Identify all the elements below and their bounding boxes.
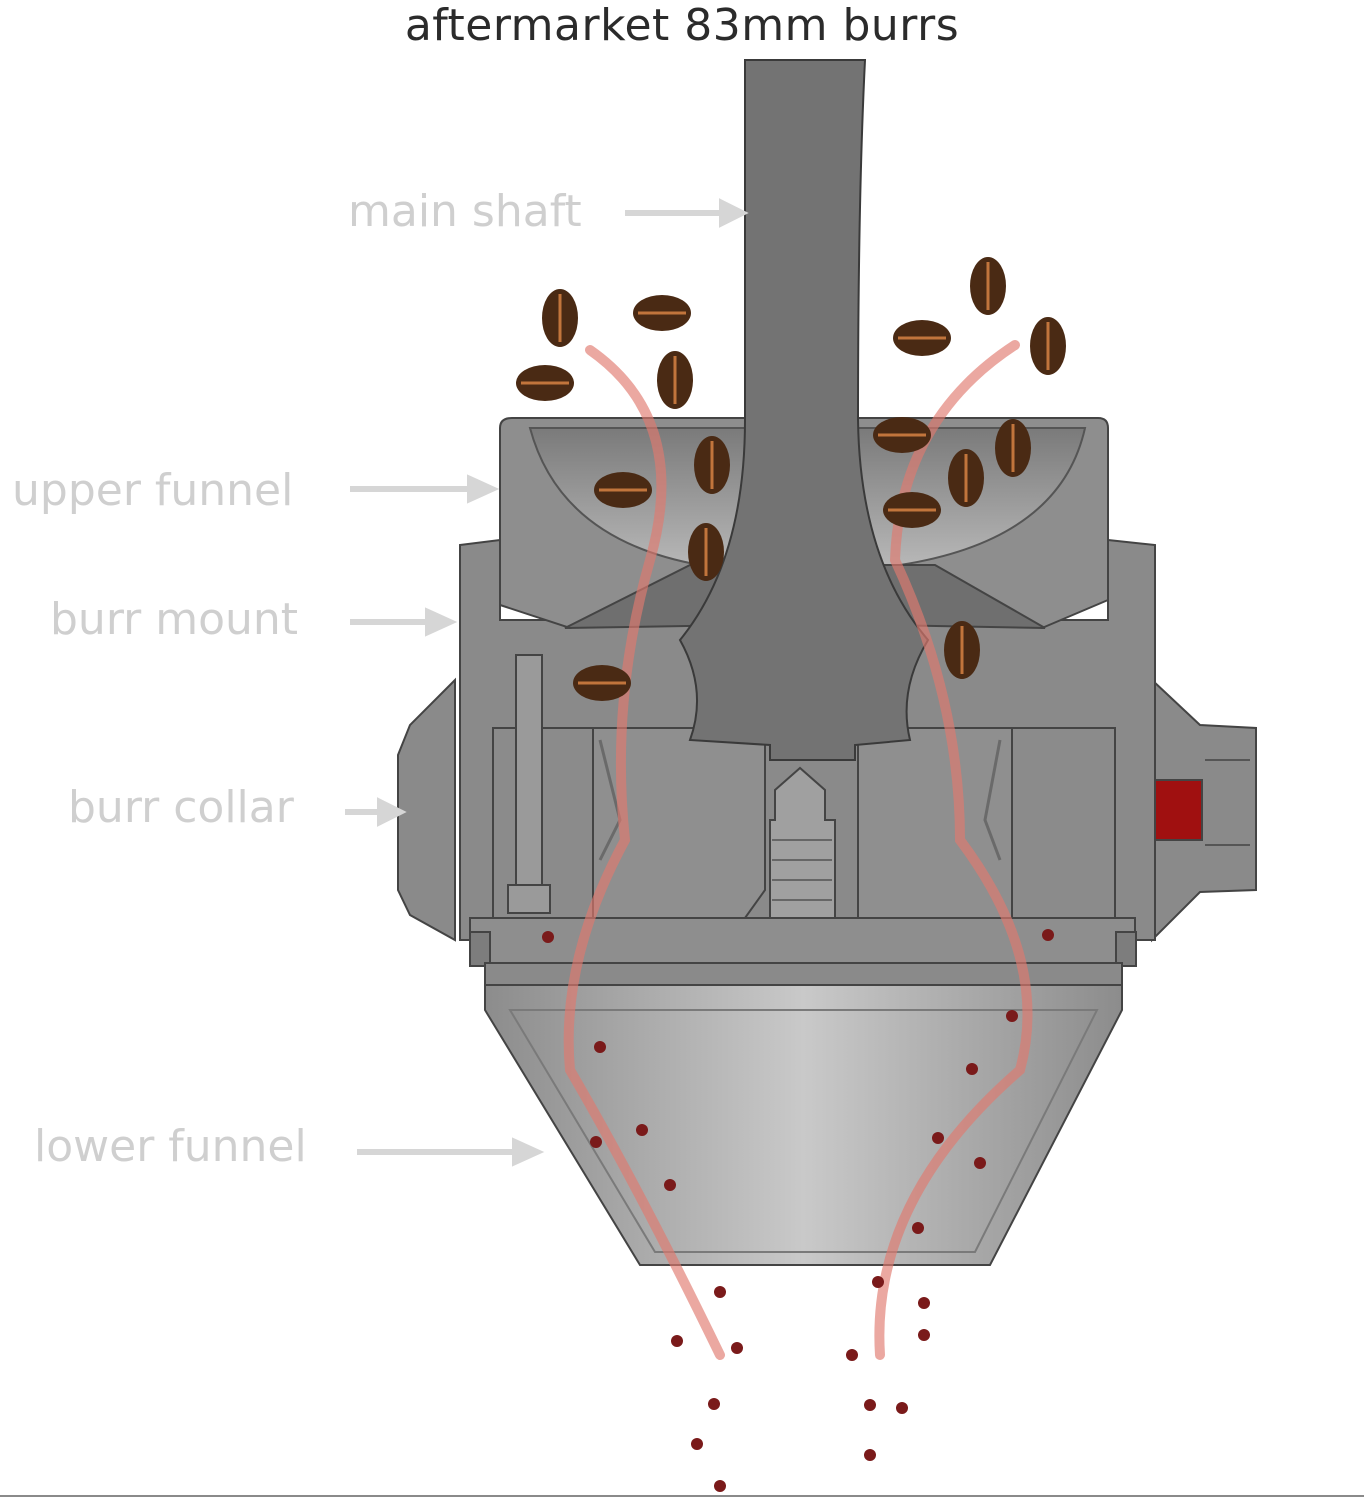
label-lower-funnel: lower funnel xyxy=(34,1121,307,1172)
coffee-ground-particle xyxy=(872,1276,884,1288)
coffee-bean xyxy=(573,665,631,701)
coffee-ground-particle xyxy=(708,1398,720,1410)
coffee-ground-particle xyxy=(731,1342,743,1354)
coffee-ground-particle xyxy=(664,1179,676,1191)
coffee-flow-paths xyxy=(563,340,1033,1360)
coffee-ground-particle xyxy=(846,1349,858,1361)
coffee-bean xyxy=(944,621,980,679)
coffee-bean xyxy=(657,351,693,409)
label-burr-mount: burr mount xyxy=(50,594,299,645)
coffee-bean xyxy=(688,523,724,581)
coffee-ground-particle xyxy=(542,931,554,943)
coffee-ground-particle xyxy=(671,1335,683,1347)
coffee-ground-particle xyxy=(594,1041,606,1053)
coffee-ground-particle xyxy=(918,1329,930,1341)
burr-right-outer xyxy=(1011,727,1116,919)
bottom-divider xyxy=(0,1495,1364,1497)
coffee-ground-particle xyxy=(896,1402,908,1414)
coffee-ground-particle xyxy=(1006,1010,1018,1022)
label-main-shaft: main shaft xyxy=(348,186,582,237)
label-burr-collar: burr collar xyxy=(68,782,294,833)
coffee-ground-particle xyxy=(912,1222,924,1234)
coffee-bean xyxy=(883,492,941,528)
coffee-ground-particle xyxy=(918,1297,930,1309)
coffee-bean xyxy=(948,449,984,507)
mount-bolt xyxy=(515,654,543,901)
coffee-ground-particle xyxy=(590,1136,602,1148)
coffee-beans xyxy=(516,257,1066,701)
coffee-bean xyxy=(594,472,652,508)
coffee-bean xyxy=(694,436,730,494)
coffee-ground-particle xyxy=(932,1132,944,1144)
coffee-ground-particle xyxy=(1042,929,1054,941)
coffee-ground-particle xyxy=(714,1480,726,1492)
coffee-bean xyxy=(633,295,691,331)
coffee-ground-particle xyxy=(636,1124,648,1136)
label-arrows xyxy=(345,198,749,1167)
coffee-ground-particle xyxy=(864,1399,876,1411)
coffee-bean xyxy=(995,419,1031,477)
label-upper-funnel: upper funnel xyxy=(12,465,294,516)
coffee-bean xyxy=(542,289,578,347)
coffee-bean xyxy=(970,257,1006,315)
collar-ring xyxy=(469,917,1136,964)
main-shaft xyxy=(678,59,930,761)
coffee-ground-particle xyxy=(691,1438,703,1450)
adjustment-red-part xyxy=(1149,779,1203,841)
coffee-bean xyxy=(1030,317,1066,375)
coffee-bean xyxy=(516,365,574,401)
coffee-grounds xyxy=(542,929,1054,1492)
diagram-title: aftermarket 83mm burrs xyxy=(404,0,960,51)
coffee-bean xyxy=(893,320,951,356)
lower-funnel-inner xyxy=(508,1009,1099,1253)
coffee-ground-particle xyxy=(864,1449,876,1461)
coffee-ground-particle xyxy=(714,1286,726,1298)
coffee-ground-particle xyxy=(966,1063,978,1075)
coffee-ground-particle xyxy=(974,1157,986,1169)
coffee-bean xyxy=(873,417,931,453)
burr-collar-left-lug xyxy=(397,677,456,942)
